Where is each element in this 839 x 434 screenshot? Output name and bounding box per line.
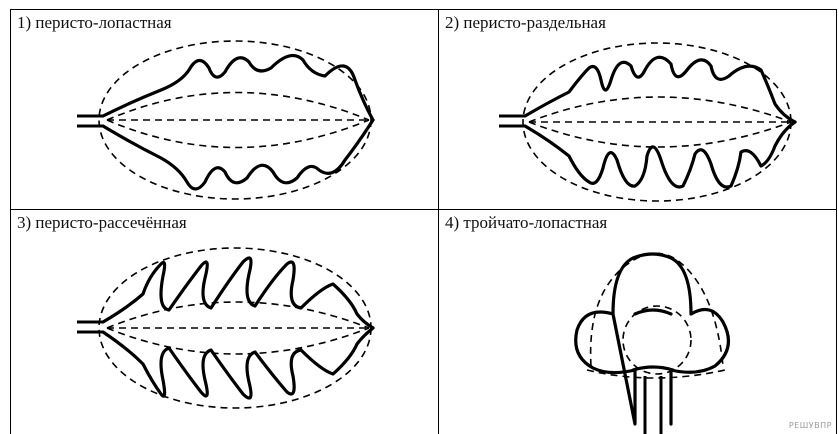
leaf-types-table: 1) перисто-лопастная 2) перисто-раздельн…	[10, 9, 837, 434]
ternate-lobed-leaf-drawing	[439, 210, 837, 434]
cell-pinnate-parted: 2) перисто-раздельная	[439, 10, 837, 210]
cell-pinnate-dissected: 3) перисто-рассечённая	[11, 210, 439, 434]
pinnate-lobed-leaf-drawing	[11, 10, 439, 210]
watermark: РЕШУВПР	[789, 421, 832, 430]
pinnate-dissected-leaf-drawing	[11, 210, 439, 434]
pinnate-parted-leaf-drawing	[439, 10, 837, 210]
cell-pinnate-lobed: 1) перисто-лопастная	[11, 10, 439, 210]
cell-ternate-lobed: 4) тройчато-лопастная РЕШУВПР	[439, 210, 837, 434]
